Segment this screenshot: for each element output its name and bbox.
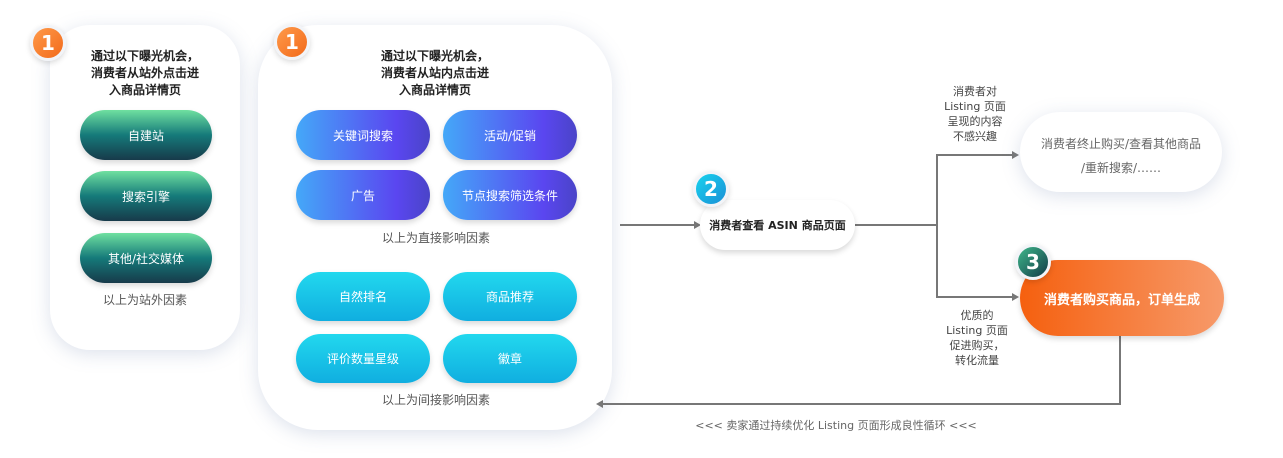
step3-node: 消费者购买商品，订单生成 xyxy=(1020,260,1224,336)
label-line: 优质的 xyxy=(960,309,994,322)
result-line: /重新搜索/…… xyxy=(1080,161,1162,175)
title-line: 通过以下曝光机会， xyxy=(90,49,199,63)
abandon-node: 消费者终止购买/查看其他商品/重新搜索/…… xyxy=(1020,112,1222,192)
step2-node: 消费者查看 ASIN 商品页面 xyxy=(700,200,855,250)
step-badge-1-onsite: 1 xyxy=(274,24,310,60)
title-line: 消费者从站外点击进 xyxy=(90,66,199,80)
branch-top-label: 消费者对 Listing 页面呈现的内容不感兴趣 xyxy=(930,84,1020,144)
label-line: 消费者对 xyxy=(953,85,997,98)
title-line: 通过以下曝光机会， xyxy=(380,49,489,63)
offsite-own-site[interactable]: 自建站 xyxy=(80,110,212,160)
arrow-head xyxy=(1012,151,1019,159)
offsite-caption: 以上为站外因素 xyxy=(102,293,187,307)
label-line: 不感兴趣 xyxy=(953,130,997,143)
connector-bottom xyxy=(936,296,1012,298)
title-line: 入商品详情页 xyxy=(108,83,181,97)
label-line: Listing 页面 xyxy=(946,324,1008,337)
onsite-title: 通过以下曝光机会， 消费者从站内点击进入商品详情页 xyxy=(340,48,530,99)
indirect-caption: 以上为间接影响因素 xyxy=(381,393,490,407)
onsite-reviews[interactable]: 评价数量星级 xyxy=(296,334,430,383)
connector-to-step2 xyxy=(620,224,694,226)
title-line: 消费者从站内点击进 xyxy=(380,66,489,80)
offsite-search-engine[interactable]: 搜索引擎 xyxy=(80,171,212,221)
onsite-badge[interactable]: 徽章 xyxy=(443,334,577,383)
label-line: Listing 页面 xyxy=(944,100,1006,113)
arrow-head xyxy=(596,400,603,408)
step-badge-3: 3 xyxy=(1015,244,1051,280)
label-line: 促进购买， xyxy=(949,339,1005,352)
connector-top xyxy=(936,154,1012,156)
direct-caption: 以上为直接影响因素 xyxy=(381,231,490,245)
loop-caption: <<< 卖家通过持续优化 Listing 页面形成良性循环 <<< xyxy=(695,419,977,432)
step-badge-2: 2 xyxy=(693,171,729,207)
connector-step2-branch xyxy=(855,224,938,226)
onsite-recommendation[interactable]: 商品推荐 xyxy=(443,272,577,321)
loop-horizontal xyxy=(602,403,1121,405)
onsite-keyword-search[interactable]: 关键词搜索 xyxy=(296,110,430,160)
branch-bottom-label: 优质的 Listing 页面促进购买， 转化流量 xyxy=(932,308,1022,368)
offsite-social-media[interactable]: 其他/社交媒体 xyxy=(80,233,212,283)
label-line: 呈现的内容 xyxy=(947,115,1003,128)
onsite-organic-rank[interactable]: 自然排名 xyxy=(296,272,430,321)
loop-vertical xyxy=(1119,335,1121,405)
offsite-title: 通过以下曝光机会， 消费者从站外点击进入商品详情页 xyxy=(60,48,230,99)
onsite-node-filter[interactable]: 节点搜索筛选条件 xyxy=(443,170,577,220)
result-line: 消费者终止购买/查看其他商品 xyxy=(1040,137,1202,151)
label-line: 转化流量 xyxy=(955,354,999,367)
onsite-ads[interactable]: 广告 xyxy=(296,170,430,220)
arrow-head xyxy=(1012,293,1019,301)
title-line: 入商品详情页 xyxy=(398,83,471,97)
arrow-head xyxy=(694,221,701,229)
step-badge-1-offsite: 1 xyxy=(30,25,66,61)
onsite-promotion[interactable]: 活动/促销 xyxy=(443,110,577,160)
connector-vertical xyxy=(936,154,938,298)
